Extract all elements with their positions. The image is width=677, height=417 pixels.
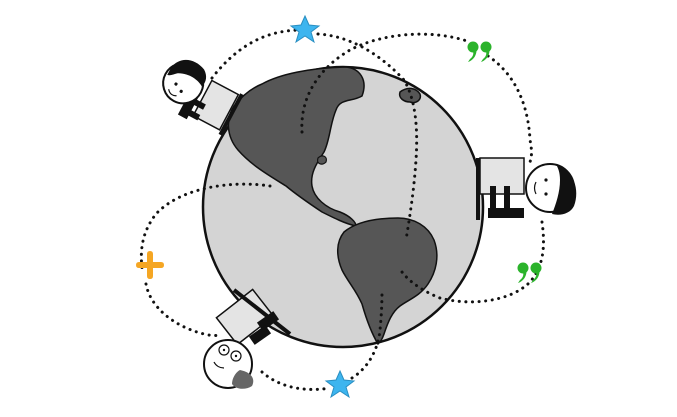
user-avatar-top-left	[162, 59, 244, 136]
south-america-landmass	[337, 217, 438, 346]
user-avatar-bottom	[203, 288, 292, 389]
dotted-path-5	[400, 220, 545, 304]
plus-icon	[136, 251, 164, 279]
laptop-icon	[192, 79, 240, 131]
user-avatar-right	[476, 157, 577, 220]
north-america-landmass	[227, 66, 365, 227]
dotted-path-7	[144, 282, 224, 337]
dotted-path-6	[139, 182, 272, 270]
star-icon	[324, 369, 356, 399]
dotted-path-1	[210, 28, 304, 80]
star-icon	[289, 14, 321, 44]
dotted-path-3	[300, 32, 472, 134]
network-paths	[139, 28, 545, 391]
quote-icon	[467, 41, 492, 62]
island-landmass	[317, 155, 327, 165]
quote-icon	[517, 262, 542, 283]
greenland-landmass	[398, 87, 422, 104]
dotted-path-4	[486, 54, 533, 164]
dotted-path-8	[260, 370, 332, 391]
globe-icon	[201, 65, 485, 349]
laptop-icon	[215, 288, 275, 346]
laptop-icon	[479, 157, 525, 195]
